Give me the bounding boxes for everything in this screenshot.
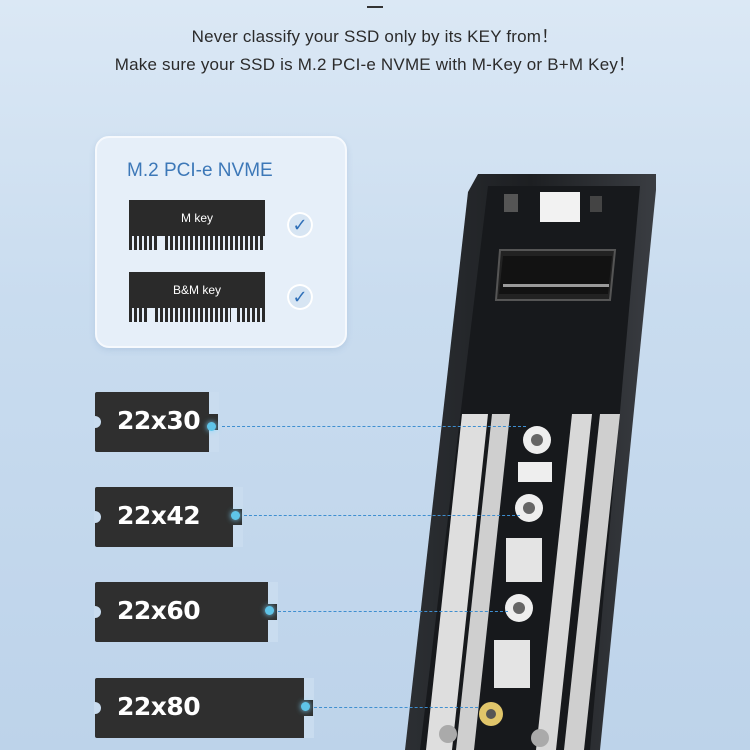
key-card-title: M.2 PCI-e NVME bbox=[127, 160, 273, 181]
leader-line bbox=[314, 707, 478, 708]
leader-dot bbox=[301, 702, 310, 711]
check-icon: ✓ bbox=[287, 284, 313, 310]
leader-dot bbox=[231, 511, 240, 520]
ssd-size-label: 22x60 bbox=[117, 596, 201, 625]
m-key-label: M key bbox=[129, 200, 265, 236]
bm-key-pcb: B&M key bbox=[129, 272, 265, 324]
thermal-pad-4 bbox=[564, 414, 620, 750]
controller-chip bbox=[540, 192, 580, 222]
thermal-pad-3 bbox=[536, 414, 592, 750]
m-key-pcb: M key bbox=[129, 200, 265, 252]
ssd-size-label: 22x30 bbox=[117, 406, 201, 435]
bm-key-label: B&M key bbox=[129, 272, 265, 308]
check-icon: ✓ bbox=[287, 212, 313, 238]
key-compatibility-card: M.2 PCI-e NVME M key ✓ B&M key ✓ bbox=[95, 136, 347, 348]
headline-line-2: Make sure your SSD is M.2 PCI-e NVME wit… bbox=[114, 55, 636, 74]
mounting-standoffs bbox=[439, 426, 552, 747]
leader-dot bbox=[265, 606, 274, 615]
ssd-size-22x80: 22x80 bbox=[94, 678, 314, 738]
leader-dot bbox=[207, 422, 216, 431]
leader-line bbox=[278, 611, 508, 612]
ssd-size-label: 22x80 bbox=[117, 692, 201, 721]
leader-line bbox=[244, 515, 520, 516]
top-divider bbox=[367, 6, 383, 8]
headline-line-1: Never classify your SSD only by its KEY … bbox=[191, 27, 559, 46]
leader-line bbox=[222, 426, 526, 427]
thermal-pad-1 bbox=[426, 414, 488, 750]
ssd-size-22x42: 22x42 bbox=[94, 487, 243, 547]
ssd-size-22x60: 22x60 bbox=[94, 582, 278, 642]
ssd-size-label: 22x42 bbox=[117, 501, 201, 530]
ssd-size-22x30: 22x30 bbox=[94, 392, 219, 452]
thermal-pad-2 bbox=[456, 414, 510, 750]
